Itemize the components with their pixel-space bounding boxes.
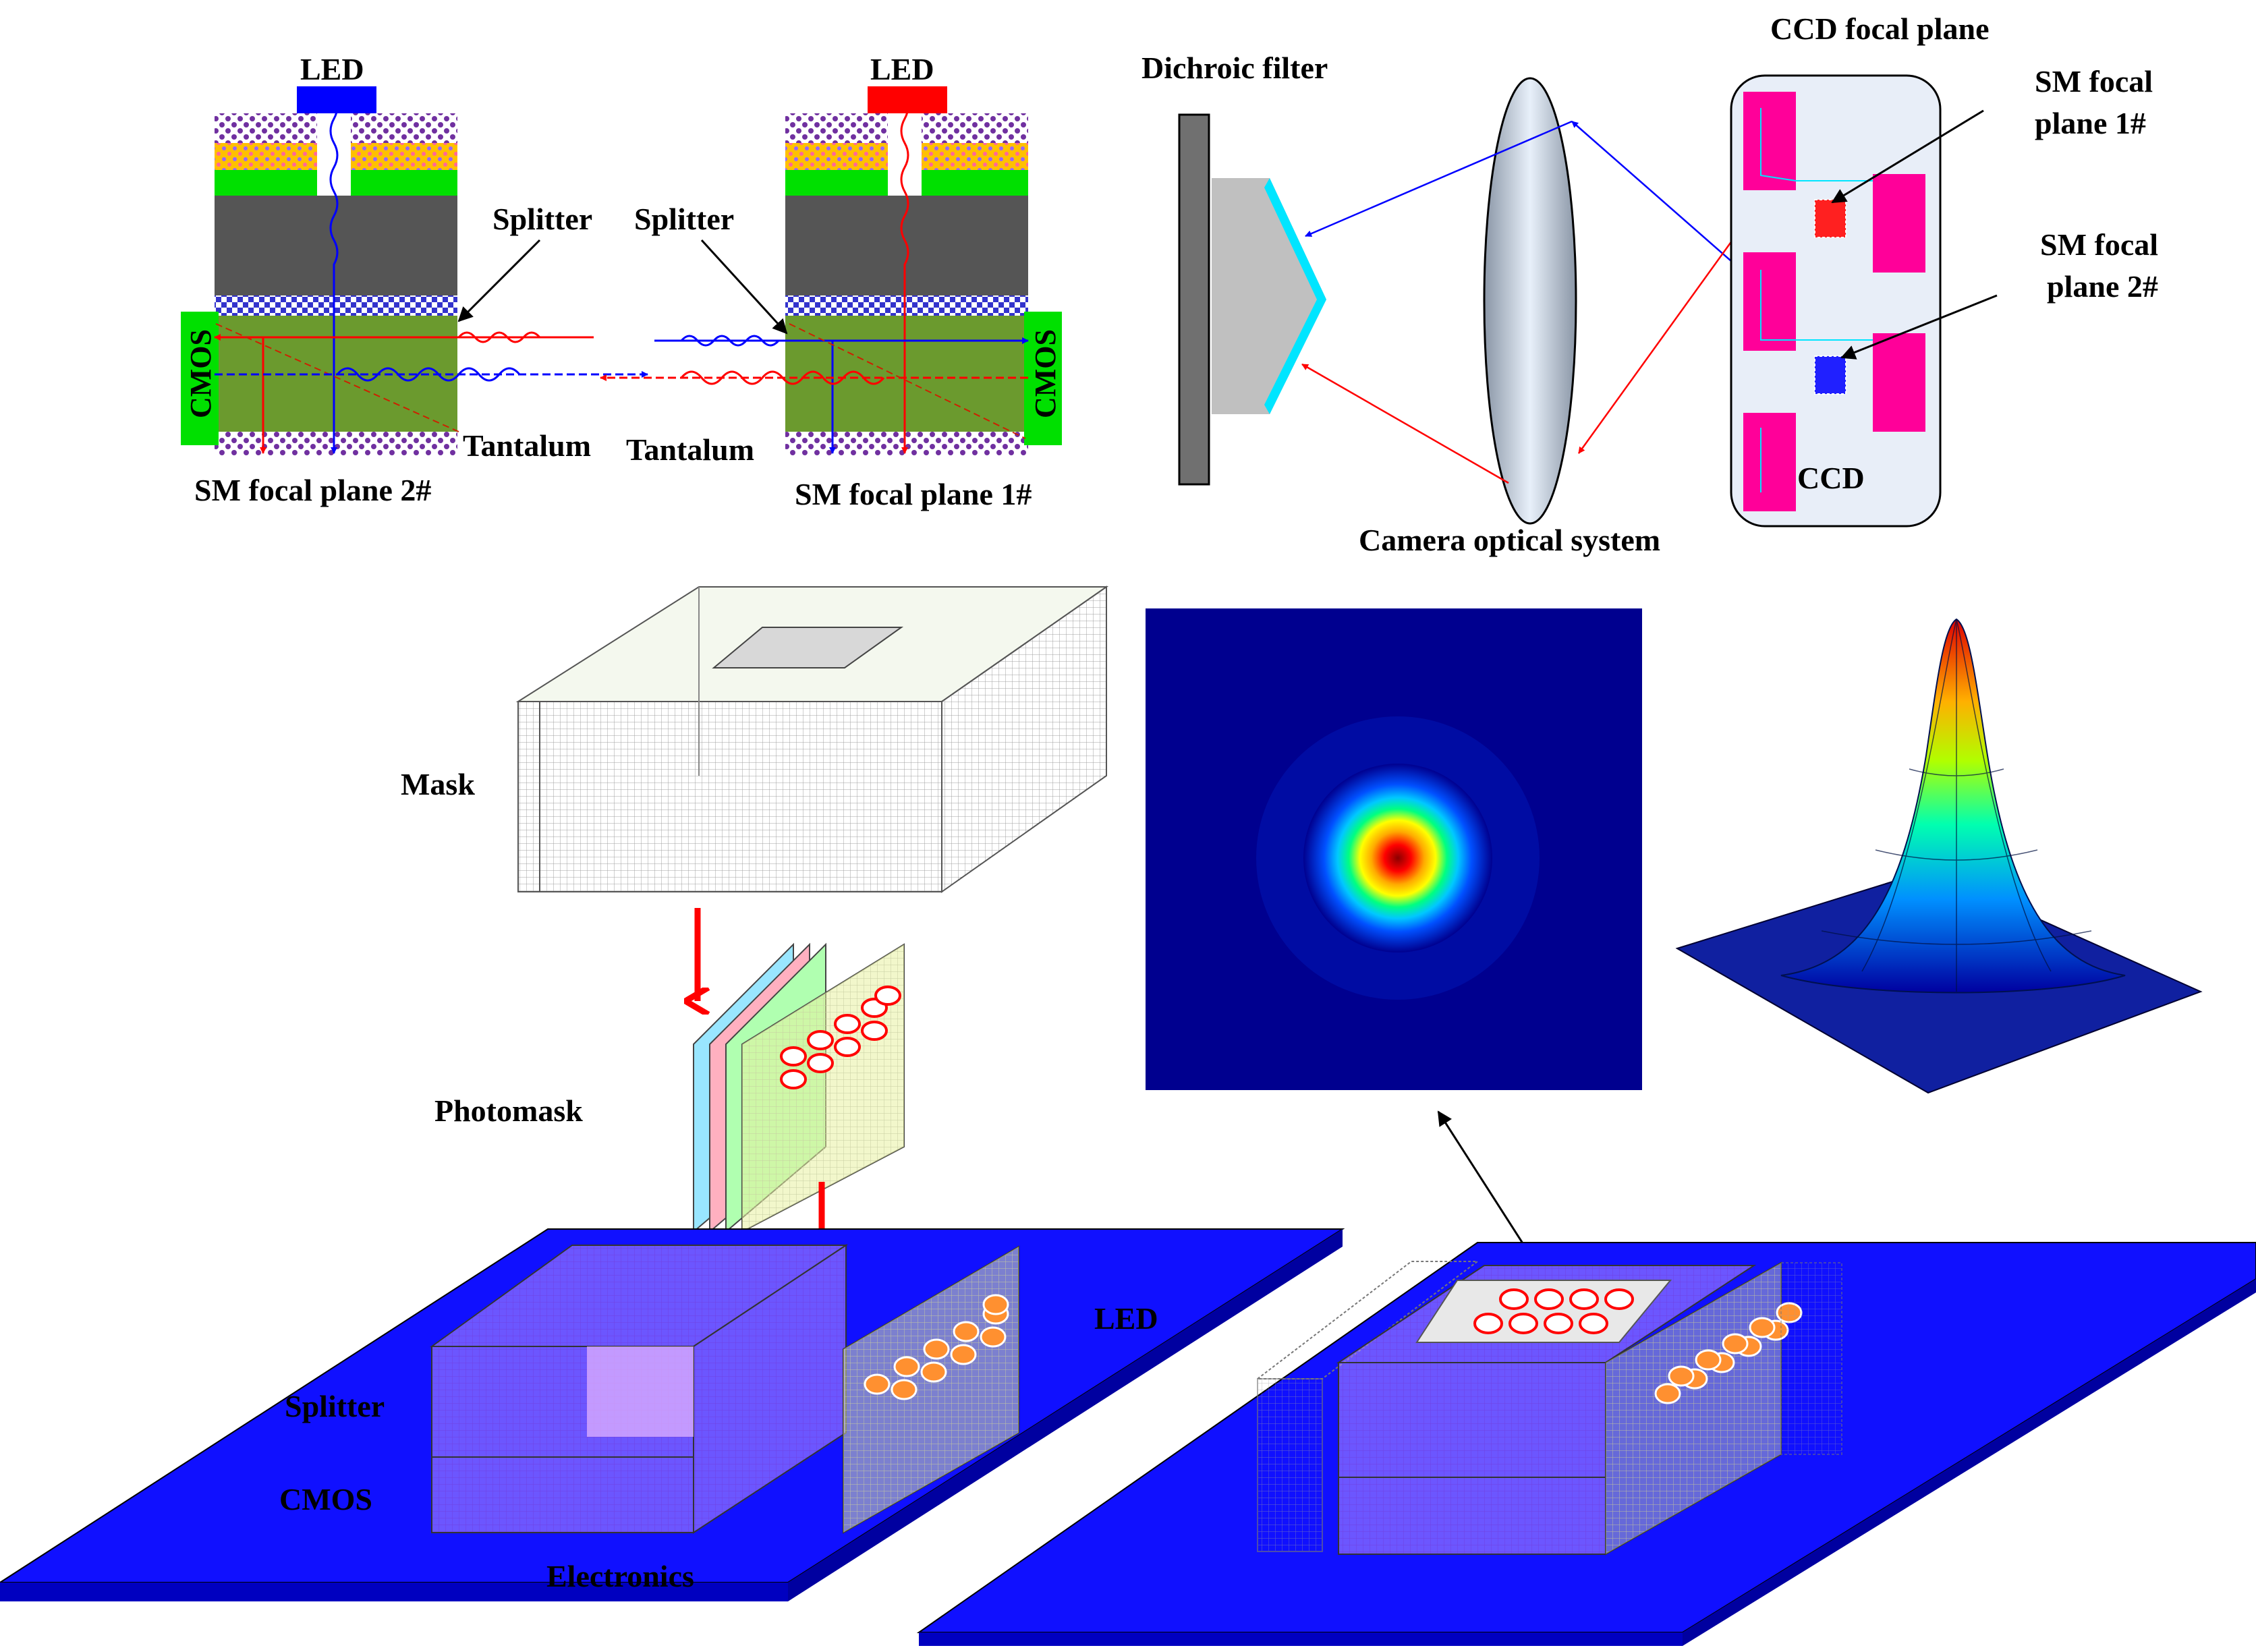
checker-layer-left xyxy=(215,295,457,316)
photomask-apertures xyxy=(780,986,901,1089)
cmos-label-board: CMOS xyxy=(279,1482,372,1516)
led-label-board: LED xyxy=(1094,1301,1158,1336)
red-wave-left xyxy=(457,331,541,343)
led-label-left: LED xyxy=(300,52,364,86)
sm-focal-plane-1-label: SM focal plane 1# xyxy=(795,477,1032,511)
tantalum-label-right: Tantalum xyxy=(626,432,754,467)
tantalum-label-left: Tantalum xyxy=(463,428,591,463)
dichroic-filter-label: Dichroic filter xyxy=(1141,51,1328,85)
sm-focal-plane-2-text-line2: plane 2# xyxy=(2047,269,2158,304)
cmos-label-right: CMOS xyxy=(1029,329,1062,418)
sensor-cross-section-right xyxy=(600,86,1062,456)
cmos-left-block xyxy=(181,312,219,445)
psf-3d-plot xyxy=(1675,618,2203,1094)
dichroic-prism xyxy=(1212,178,1326,414)
led-dots-right xyxy=(1654,1302,1803,1404)
photomask-label: Photomask xyxy=(434,1093,583,1128)
vertical-beam-left xyxy=(329,94,339,454)
sm-focal-plane-1-marker xyxy=(1814,199,1846,238)
ccd-label: CCD xyxy=(1797,461,1865,495)
cmos-right-block xyxy=(1024,312,1062,445)
sensor-cross-section-left xyxy=(181,86,648,456)
led-dots-left xyxy=(864,1294,1009,1400)
board-assembly-right xyxy=(916,1242,2256,1646)
sm-focal-plane-2-label: SM focal plane 2# xyxy=(194,473,431,507)
mask-box xyxy=(515,586,1109,893)
camera-optical-system-label: Camera optical system xyxy=(1359,523,1660,557)
mask-label: Mask xyxy=(401,767,475,801)
splitter-label-right: Splitter xyxy=(634,202,734,236)
sm-focal-plane-2-marker xyxy=(1814,355,1846,395)
sm-focal-plane-2-text-line1: SM focal xyxy=(2040,227,2158,262)
board-assembly-left xyxy=(0,1228,1345,1601)
photomask-apertures-right xyxy=(1473,1288,1634,1334)
electronics-label: Electronics xyxy=(546,1559,694,1593)
spot-image xyxy=(1146,608,1642,1090)
optical-system xyxy=(1178,74,1998,528)
sm-focal-plane-1-text-line1: SM focal xyxy=(2035,64,2153,98)
psf-spot xyxy=(1303,764,1492,952)
ccd-focal-plane-label: CCD focal plane xyxy=(1770,11,1990,46)
sm-focal-plane-1-text-line2: plane 1# xyxy=(2035,106,2146,140)
aperture-left xyxy=(317,113,351,196)
splitter-label-left: Splitter xyxy=(492,202,592,236)
dichroic-mount xyxy=(1178,113,1210,486)
tantalum-bottom-left xyxy=(215,432,457,456)
cmos-label-left: CMOS xyxy=(184,329,217,418)
photomask xyxy=(693,942,905,1234)
camera-lens xyxy=(1483,77,1577,525)
splitter-label-board: Splitter xyxy=(285,1389,385,1423)
led-label-right: LED xyxy=(870,52,934,86)
